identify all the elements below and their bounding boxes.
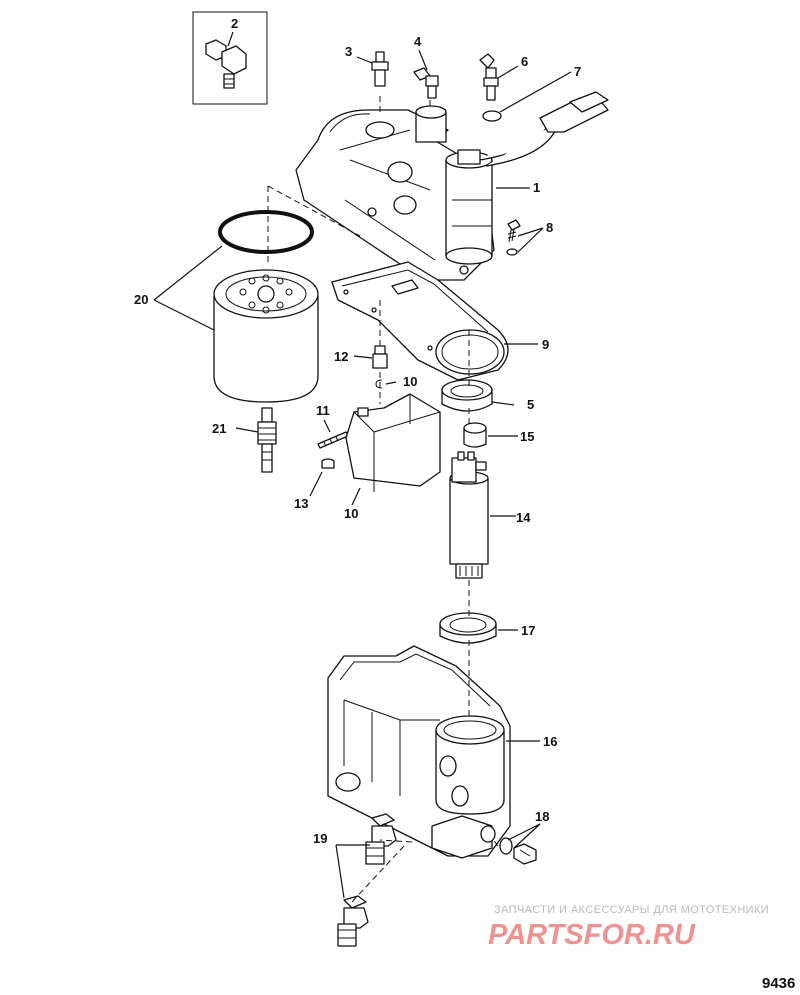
callout-5: 5 bbox=[527, 397, 534, 412]
o-ring-7 bbox=[482, 110, 502, 122]
callout-2: 2 bbox=[231, 16, 238, 31]
filter-cover-10 bbox=[345, 393, 441, 492]
watermark-tagline: ЗАПЧАСТИ И АКСЕССУАРЫ ДЛЯ МОТОТЕХНИКИ bbox=[494, 904, 769, 916]
callout-11: 11 bbox=[316, 403, 330, 418]
seal-5 bbox=[441, 379, 493, 412]
clip-10-upper bbox=[375, 379, 383, 389]
callout-3: 3 bbox=[345, 44, 352, 59]
callout-17: 17 bbox=[521, 623, 535, 638]
callout-10-lower: 10 bbox=[344, 506, 358, 521]
fitting-6 bbox=[479, 53, 499, 101]
alignment-lines bbox=[267, 96, 499, 905]
watermark: ЗАПЧАСТИ И АКСЕССУАРЫ ДЛЯ МОТОТЕХНИКИ PA… bbox=[488, 904, 769, 951]
callout-7: 7 bbox=[574, 64, 581, 79]
lower-housing-16 bbox=[327, 645, 511, 859]
callout-labels: 1 2 3 4 5 6 7 8 9 10 10 11 12 13 14 15 1… bbox=[134, 16, 581, 846]
callout-13: 13 bbox=[294, 496, 308, 511]
pin-11 bbox=[317, 431, 349, 449]
gasket-9 bbox=[331, 261, 509, 381]
plug-18 bbox=[513, 843, 537, 865]
callout-4: 4 bbox=[414, 34, 422, 49]
o-ring-18 bbox=[499, 837, 513, 855]
fitting-19-upper bbox=[365, 813, 397, 865]
callout-21: 21 bbox=[212, 421, 226, 436]
fuel-filter-20 bbox=[213, 269, 319, 403]
callout-12: 12 bbox=[334, 349, 348, 364]
part-2-inset bbox=[192, 11, 268, 105]
callout-19: 19 bbox=[313, 831, 327, 846]
callout-15: 15 bbox=[520, 429, 534, 444]
callout-10-upper: 10 bbox=[403, 374, 417, 389]
filter-o-ring-20 bbox=[218, 210, 314, 254]
callout-8: 8 bbox=[546, 220, 553, 235]
screw-8 bbox=[506, 219, 521, 256]
fitting-4 bbox=[413, 67, 439, 99]
callout-14: 14 bbox=[516, 510, 531, 525]
callout-9: 9 bbox=[542, 337, 549, 352]
callout-18: 18 bbox=[535, 809, 549, 824]
spacer-15 bbox=[463, 422, 487, 448]
fitting-19-lower bbox=[337, 895, 369, 947]
watermark-logo: PARTSFOR.RU bbox=[488, 919, 696, 951]
fitting-21 bbox=[257, 407, 277, 473]
fuel-pump-14 bbox=[449, 451, 489, 579]
figure-number: 9436 bbox=[762, 975, 795, 992]
callout-6: 6 bbox=[521, 54, 528, 69]
main-housing-1 bbox=[295, 91, 609, 281]
callout-16: 16 bbox=[543, 734, 557, 749]
callout-1: 1 bbox=[533, 180, 540, 195]
fitting-13 bbox=[321, 458, 335, 469]
fitting-3 bbox=[371, 51, 389, 87]
callout-20: 20 bbox=[134, 292, 148, 307]
valve-12 bbox=[372, 345, 388, 369]
seal-17 bbox=[439, 612, 497, 644]
leader-lines bbox=[153, 31, 572, 899]
